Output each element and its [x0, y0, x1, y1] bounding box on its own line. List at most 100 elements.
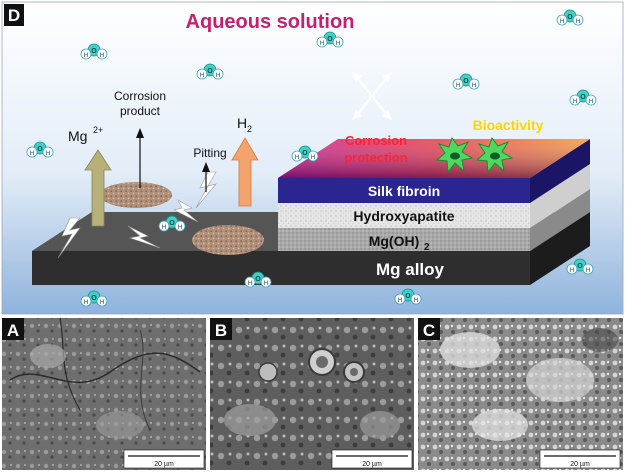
oxygen-atom-label: O — [463, 78, 469, 85]
hydrogen-atom-label: H — [84, 300, 88, 306]
pointer-arrowhead — [136, 128, 144, 138]
water-molecule-icon: O H H — [452, 73, 480, 90]
hydrogen-atom-label: H — [576, 19, 580, 25]
hydrogen-atom-label: H — [311, 155, 315, 161]
hydrogen-atom-label: H — [398, 298, 402, 304]
water-molecule-icon: O H H — [26, 141, 54, 158]
hydrogen-arrow — [231, 137, 259, 207]
mg-ion-arrow — [84, 149, 112, 227]
water-molecule-icon: O H H — [196, 63, 224, 80]
water-molecule-icon: O H H — [394, 288, 422, 305]
scale-bar-a: 20 µm — [154, 461, 174, 468]
micrograph-a: A 20 µm — [2, 317, 206, 470]
panel-label-c: C — [423, 321, 435, 340]
hydrogen-atom-label: H — [200, 73, 204, 79]
micrograph-c: C 20 µm — [418, 318, 623, 470]
corrosion-product-label-1: Corrosion — [114, 89, 166, 103]
mgoh-label-subscript: 2 — [424, 242, 430, 253]
mg-alloy-front-face — [32, 251, 530, 285]
hydrogen-label: H — [237, 115, 247, 131]
mg-alloy-label: Mg alloy — [376, 260, 445, 279]
scale-bar-c: 20 µm — [570, 461, 590, 468]
panel-label-d: D — [8, 6, 20, 25]
mgoh-layer — [278, 228, 530, 251]
silk-fibroin-label: Silk fibroin — [368, 183, 440, 199]
mg-ion-charge: 2+ — [93, 125, 103, 135]
panel-label-box-d — [4, 4, 24, 26]
diagram-title: Aqueous solution — [186, 11, 355, 33]
hydrogen-atom-label: H — [560, 19, 564, 25]
corrosion-product-label-2: product — [120, 104, 161, 118]
hydroxyapatite-label: Hydroxyapatite — [353, 208, 454, 224]
hydrogen-atom-label: H — [216, 73, 220, 79]
bioactivity-label: Bioactivity — [473, 117, 544, 133]
hydrogen-atom-label: H — [586, 268, 590, 274]
oxygen-atom-label: O — [255, 276, 261, 283]
panel-label-a: A — [7, 321, 19, 340]
oxygen-atom-label: O — [207, 68, 213, 75]
lightning-bolt-icon — [57, 217, 81, 259]
oxygen-atom-label: O — [567, 14, 573, 21]
hydrogen-subscript: 2 — [247, 124, 252, 134]
lightning-bolt-icon — [173, 199, 199, 223]
lightning-bolt-icon — [127, 225, 161, 249]
hydrogen-atom-label: H — [336, 41, 340, 47]
oxygen-atom-label: O — [91, 295, 97, 302]
hydrogen-atom-label: H — [573, 99, 577, 105]
hydrogen-atom-label: H — [178, 225, 182, 231]
hydrogen-atom-label: H — [100, 53, 104, 59]
water-molecule-icon: O H H — [569, 89, 597, 106]
oxygen-atom-label: O — [405, 293, 411, 300]
oxygen-atom-label: O — [302, 150, 308, 157]
bone-cell-icon — [475, 136, 514, 174]
water-molecule-icon: O H H — [80, 290, 108, 307]
mg-ion-label: Mg — [68, 128, 87, 144]
coating-top-shade — [278, 139, 590, 178]
water-molecule-icon: O H H — [291, 145, 319, 162]
mg-alloy-side-face — [530, 212, 590, 285]
water-molecule-icon: O H H — [556, 9, 584, 26]
hydrogen-atom-label: H — [100, 300, 104, 306]
hydrogen-atom-label: H — [320, 41, 324, 47]
water-molecule-icon: O H H — [316, 31, 344, 48]
hydrogen-atom-label: H — [456, 83, 460, 89]
hydroxyapatite-layer — [278, 203, 530, 228]
hydrogen-atom-label: H — [589, 99, 593, 105]
oxygen-atom-label: O — [91, 48, 97, 55]
mgoh-label: Mg(OH) — [369, 233, 420, 249]
blocked-arrows-icon — [352, 72, 392, 120]
water-molecule-icon: O H H — [158, 215, 186, 232]
water-molecule-icon: O H H — [80, 43, 108, 60]
silk-fibroin-layer-side — [530, 139, 590, 203]
hydrogen-atom-label: H — [264, 281, 268, 287]
corrosion-product-blob — [100, 182, 172, 208]
panel-label-b: B — [215, 321, 227, 340]
corrosion-protection-label-1: Corrosion — [345, 133, 407, 148]
oxygen-atom-label: O — [37, 146, 43, 153]
silk-fibroin-layer — [278, 178, 530, 203]
hydrogen-atom-label: H — [84, 53, 88, 59]
micrograph-b: B 20 µm — [210, 318, 414, 470]
water-molecule-icon: O H H — [566, 258, 594, 275]
hydrogen-atom-label: H — [162, 225, 166, 231]
hydrogen-atom-label: H — [472, 83, 476, 89]
pointer-arrowhead — [202, 162, 210, 172]
pitting-label: Pitting — [193, 146, 226, 160]
oxygen-atom-label: O — [327, 36, 333, 43]
mgoh-layer-side — [530, 189, 590, 251]
hydrogen-atom-label: H — [30, 151, 34, 157]
hydrogen-atom-label: H — [248, 281, 252, 287]
hydroxyapatite-layer-side — [530, 164, 590, 228]
hydrogen-atom-label: H — [414, 298, 418, 304]
oxygen-atom-label: O — [577, 263, 583, 270]
bone-cell-icon — [435, 136, 474, 174]
corrosion-product-blob — [192, 225, 264, 255]
corrosion-protection-label-2: protection — [344, 150, 408, 165]
scale-bar-b: 20 µm — [362, 461, 382, 468]
water-molecule-icon: O H H — [244, 271, 272, 288]
oxygen-atom-label: O — [169, 220, 175, 227]
hydrogen-atom-label: H — [570, 268, 574, 274]
hydrogen-atom-label: H — [295, 155, 299, 161]
